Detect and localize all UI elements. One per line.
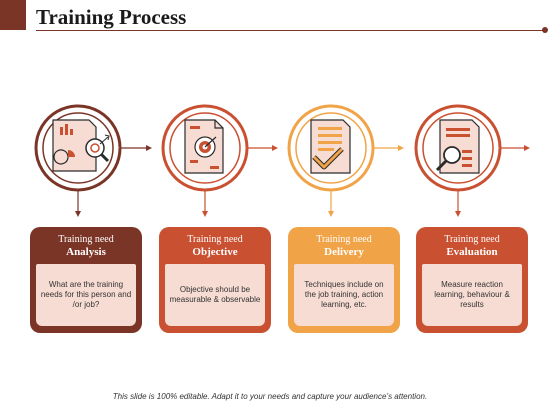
card-title: Analysis [66,246,106,258]
card-description: Techniques include on the job training, … [294,264,394,326]
card-header: Training need Analysis [30,227,142,263]
report-magnifier-icon [52,119,110,172]
step-card-analysis: Training need Analysis What are the trai… [30,227,142,333]
step-card-evaluation: Training need Evaluation Measure reactio… [416,227,528,333]
title-accent-block [0,0,26,30]
card-description: Objective should be measurable & observa… [165,264,265,326]
card-title: Evaluation [446,246,498,258]
page-title: Training Process [36,5,187,29]
arrowhead [272,145,278,151]
card-description: What are the training needs for this per… [36,264,136,326]
card-header: Training need Evaluation [416,227,528,263]
card-header: Training need Objective [159,227,271,263]
arrowhead [328,211,334,217]
arrowhead [202,211,208,217]
step-card-objective: Training need Objective Objective should… [159,227,271,333]
card-label: Training need [187,234,243,245]
document-target-icon [184,119,224,174]
document-search-icon [435,119,480,174]
card-title: Objective [192,246,238,258]
card-header: Training need Delivery [288,227,400,263]
arrowhead [398,145,404,151]
document-checkmark-icon [310,119,351,174]
arrowhead [146,145,152,151]
card-label: Training need [444,234,500,245]
arrowhead [75,211,81,217]
step-card-delivery: Training need Delivery Techniques includ… [288,227,400,333]
card-description: Measure reaction learning, behaviour & r… [422,264,522,326]
arrowhead [455,211,461,217]
title-divider-dot [542,27,548,33]
footer-note: This slide is 100% editable. Adapt it to… [112,392,428,401]
card-title: Delivery [324,246,364,258]
card-label: Training need [58,234,114,245]
card-label: Training need [316,234,372,245]
title-divider [36,30,544,31]
arrowhead [524,145,530,151]
